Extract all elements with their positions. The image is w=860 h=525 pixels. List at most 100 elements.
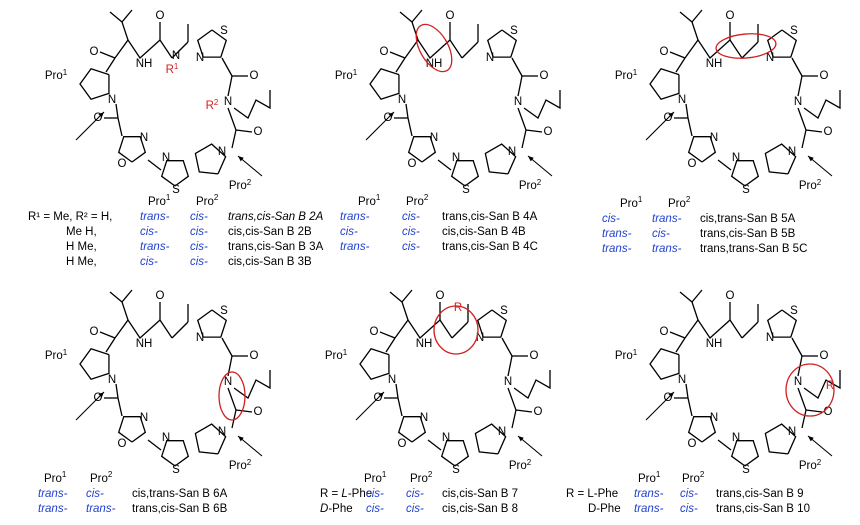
backbone-left: [105, 57, 116, 73]
leucine-side: [523, 90, 561, 119]
nitrogen-label: N: [172, 50, 180, 62]
backbone-left: [395, 383, 399, 399]
ring: [476, 309, 508, 338]
pro1-label: Pro1: [45, 68, 68, 83]
backbone-left: [675, 337, 686, 353]
ring: [687, 416, 717, 443]
leucine-side: [233, 370, 271, 399]
backbone-right: [511, 57, 523, 77]
table-row: cis- cis- cis,cis-San B 4B: [340, 226, 526, 238]
carbonyl: [805, 129, 823, 133]
nitrogen-label: N: [218, 146, 226, 158]
oxygen-label: O: [156, 10, 165, 22]
isopropyl: [109, 291, 123, 303]
sulfur-label: S: [742, 464, 750, 476]
nitrogen-label: N: [710, 412, 718, 424]
nitrogen-label: N: [140, 132, 148, 144]
nitrogen-label: N: [678, 374, 686, 386]
isopropyl: [691, 289, 703, 303]
oxygen-label: O: [446, 10, 455, 22]
backbone-right: [517, 107, 527, 149]
table-row: H Me, trans- cis- trans,cis-San B 3A: [66, 241, 324, 253]
ring: [369, 68, 400, 100]
table-5: Pro1 Pro2 cis- trans- cis,trans-San B 5A…: [602, 195, 852, 257]
nitrogen-label: N: [224, 376, 232, 388]
backbone-right: [791, 57, 803, 77]
backbone-right: [227, 75, 233, 97]
nh-label: NH: [416, 338, 433, 350]
r2-label: R2: [206, 98, 219, 113]
arrow: [75, 391, 105, 421]
leucine-side: [233, 90, 271, 119]
isopropyl: [691, 9, 703, 23]
pro2-label: Pro2: [509, 458, 532, 473]
oxygen-label: O: [824, 126, 833, 138]
r-label: R: [454, 302, 462, 314]
ring: [764, 143, 797, 175]
sulfur-label: S: [220, 25, 228, 37]
sulfur-label: S: [220, 305, 228, 317]
nitrogen-label: N: [420, 412, 428, 424]
ring: [766, 309, 798, 338]
isopropyl: [691, 21, 699, 41]
carbonyl: [669, 51, 686, 59]
ring: [397, 416, 427, 443]
ring: [730, 160, 760, 187]
sulfur-label: S: [172, 184, 180, 196]
backbone-left: [407, 117, 413, 137]
carbonyl: [805, 409, 823, 413]
carbonyl: [525, 129, 543, 133]
table-row: R = L-Phe cis- cis- cis,cis-San B 7: [320, 488, 519, 500]
oxygen-label: O: [688, 438, 697, 450]
nitrogen-label: N: [218, 426, 226, 438]
arrow: [355, 391, 385, 421]
table-header: Pro1 Pro2: [620, 195, 691, 210]
pro2-label: Pro2: [799, 458, 822, 473]
leucine-side: [803, 90, 841, 119]
oxygen-label: O: [156, 290, 165, 302]
backbone-top: [451, 321, 469, 339]
sulfur-label: S: [790, 305, 798, 317]
backbone-top: [684, 38, 743, 59]
backbone-right: [227, 107, 237, 149]
ring: [117, 416, 147, 443]
backbone-left: [675, 57, 686, 73]
carbonyl: [99, 331, 116, 339]
arrow-head: [668, 112, 674, 118]
backbone-right: [797, 387, 807, 429]
nitrogen-label: N: [398, 94, 406, 106]
carbonyl: [515, 409, 533, 413]
arrow-head: [808, 156, 814, 162]
ring: [730, 440, 760, 467]
oxygen-label: O: [250, 70, 259, 82]
arrow-head: [238, 436, 244, 442]
pro1-label: Pro1: [45, 348, 68, 363]
isopropyl: [401, 289, 413, 303]
ring: [474, 423, 507, 455]
oxygen-label: O: [534, 406, 543, 418]
ring: [160, 440, 190, 467]
sulfur-label: S: [790, 25, 798, 37]
isopropyl: [679, 291, 693, 303]
table-header: Pro1 Pro2: [358, 193, 429, 208]
biaryl: [717, 439, 732, 451]
pro1-label: Pro1: [325, 348, 348, 363]
backbone-right: [507, 355, 513, 377]
oxygen-label: O: [250, 350, 259, 362]
pro2-label: Pro2: [519, 178, 542, 193]
nitrogen-label: N: [498, 426, 506, 438]
nitrogen-label: N: [788, 146, 796, 158]
pro1-label: Pro1: [335, 68, 358, 83]
oxygen-label: O: [660, 326, 669, 338]
nitrogen-label: N: [732, 152, 740, 164]
ring: [764, 423, 797, 455]
backbone-left: [405, 103, 409, 119]
arrow: [365, 111, 395, 141]
highlight-ellipse: [218, 371, 246, 421]
nitrogen-label: N: [224, 96, 232, 108]
